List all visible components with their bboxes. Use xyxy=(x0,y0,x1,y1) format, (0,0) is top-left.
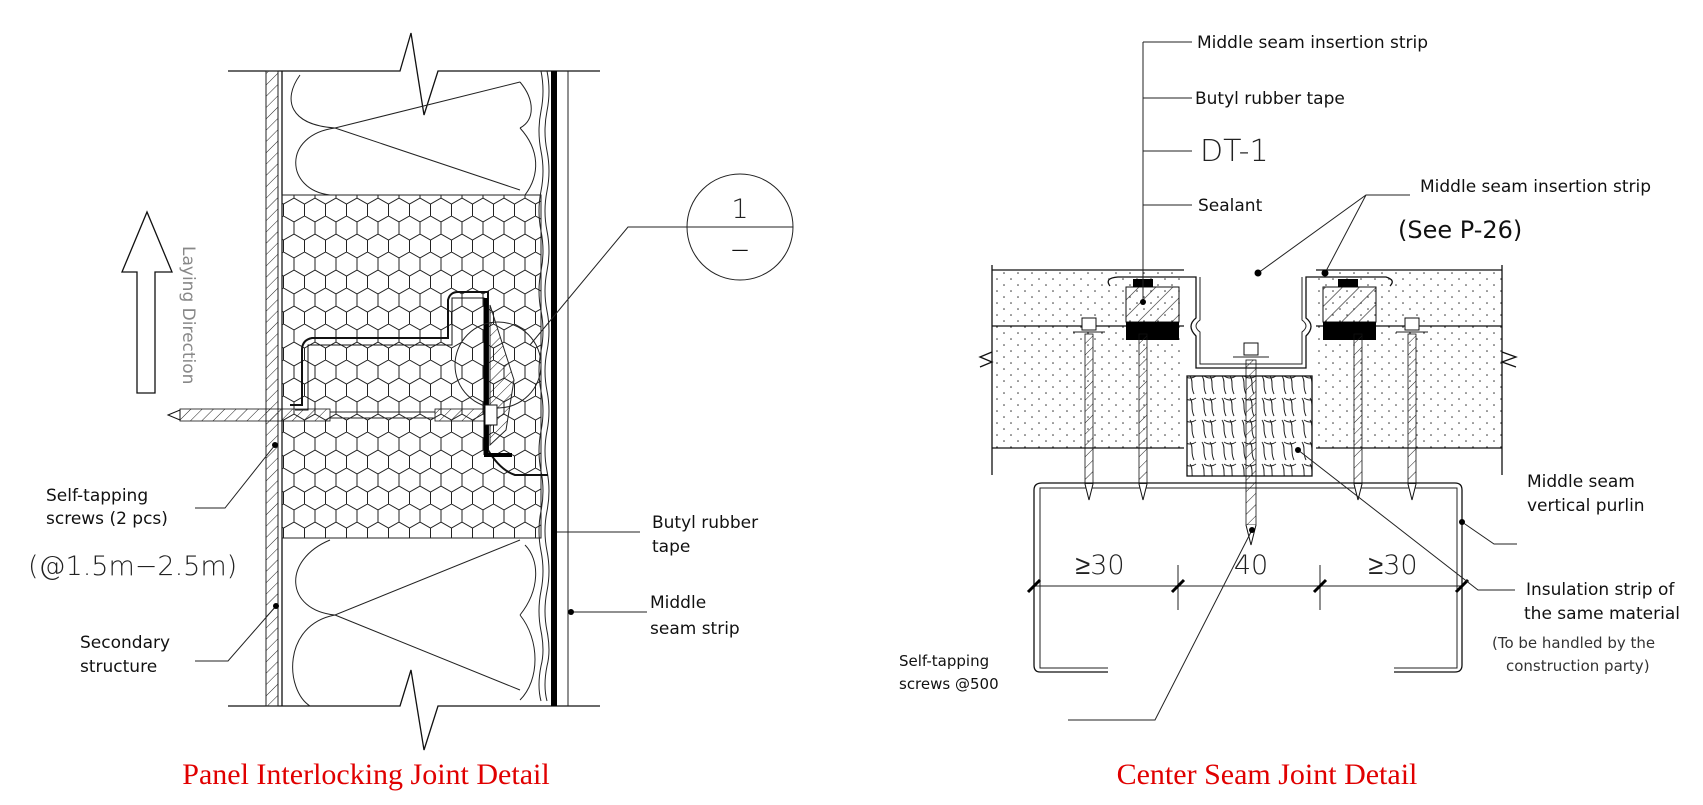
screws-label-line1: Self-tapping xyxy=(899,652,989,670)
note-line1: (To be handled by the xyxy=(1492,634,1655,652)
middle-strip-label-line1: Middle xyxy=(650,593,706,613)
sealant-left xyxy=(1125,286,1180,323)
sealant-right xyxy=(1322,286,1377,323)
purlin-label-line1: Middle seam xyxy=(1527,472,1635,492)
middle-seam-strip xyxy=(551,71,557,706)
see-reference-label: (See P-26) xyxy=(1398,216,1522,244)
detail-circle xyxy=(454,321,542,409)
purlin-label-line2: vertical purlin xyxy=(1527,496,1645,516)
note-line2: construction party) xyxy=(1506,657,1650,675)
callout-number: 1 xyxy=(731,194,748,225)
butyl-label-line2: tape xyxy=(652,537,690,557)
mineral-wool-top xyxy=(290,74,537,196)
secondary-structure xyxy=(265,70,279,707)
insertion-strip-leader xyxy=(1257,194,1410,274)
callout-sub: — xyxy=(732,240,749,260)
butyl-tape-strip xyxy=(484,298,512,457)
insulation-label-line1: Insulation strip of xyxy=(1526,580,1675,600)
vertical-leader xyxy=(1142,41,1192,302)
left-detail-title: Panel Interlocking Joint Detail xyxy=(182,758,549,791)
spacing-label: (@1.5m−2.5m) xyxy=(28,551,237,582)
interlocking-profile xyxy=(290,291,548,476)
laying-direction-arrow-icon xyxy=(121,210,173,394)
right-detail-title: Center Seam Joint Detail xyxy=(1117,758,1418,791)
butyl-label-line1: Butyl rubber xyxy=(652,513,758,533)
laying-direction-label: Laying Direction xyxy=(178,246,198,384)
screws-label-line2: screws @500 xyxy=(899,675,999,693)
screw-leader xyxy=(195,444,276,509)
center-seam-joint-detail: ≥30 40 ≥30 Middle seam insertion strip B… xyxy=(899,33,1680,791)
middle-strip-label-line2: seam strip xyxy=(650,619,740,639)
dim-left-label: ≥30 xyxy=(1075,550,1124,581)
insulation-label-line2: the same material xyxy=(1524,604,1680,624)
structure-leader xyxy=(195,605,277,662)
purlin-leader xyxy=(1461,521,1517,545)
dim-right-label: ≥30 xyxy=(1368,550,1417,581)
butyl-tape-right xyxy=(1323,322,1376,340)
butyl-tape-left xyxy=(1126,322,1179,340)
mineral-wool-bottom xyxy=(292,539,537,707)
panel-screws xyxy=(1073,317,1428,546)
dt1-code-label: DT-1 xyxy=(1200,134,1269,169)
insulation-leader xyxy=(1297,449,1515,591)
sealant-label: Sealant xyxy=(1198,196,1263,216)
insertion-strip-right-label: Middle seam insertion strip xyxy=(1420,177,1651,197)
detail-callout-1[interactable]: 1 — xyxy=(529,173,794,346)
butyl-tape-label: Butyl rubber tape xyxy=(1195,89,1345,109)
top-boundary-line xyxy=(228,32,600,116)
screws-label-line2: screws (2 pcs) xyxy=(46,509,168,529)
bottom-boundary-line xyxy=(228,669,600,751)
secondary-label-line1: Secondary xyxy=(80,633,170,653)
self-tapping-screw xyxy=(166,404,498,426)
dimension-line: ≥30 40 ≥30 xyxy=(1026,550,1470,610)
insertion-strip-top-label: Middle seam insertion strip xyxy=(1197,33,1428,53)
secondary-label-line2: structure xyxy=(80,657,157,677)
panel-outer-face xyxy=(538,70,544,702)
panel-interlocking-joint-detail: 1 — Laying Direction Self-tapping screws… xyxy=(28,32,794,791)
screws-label-line1: Self-tapping xyxy=(46,486,148,506)
screws-leader xyxy=(1068,529,1253,721)
